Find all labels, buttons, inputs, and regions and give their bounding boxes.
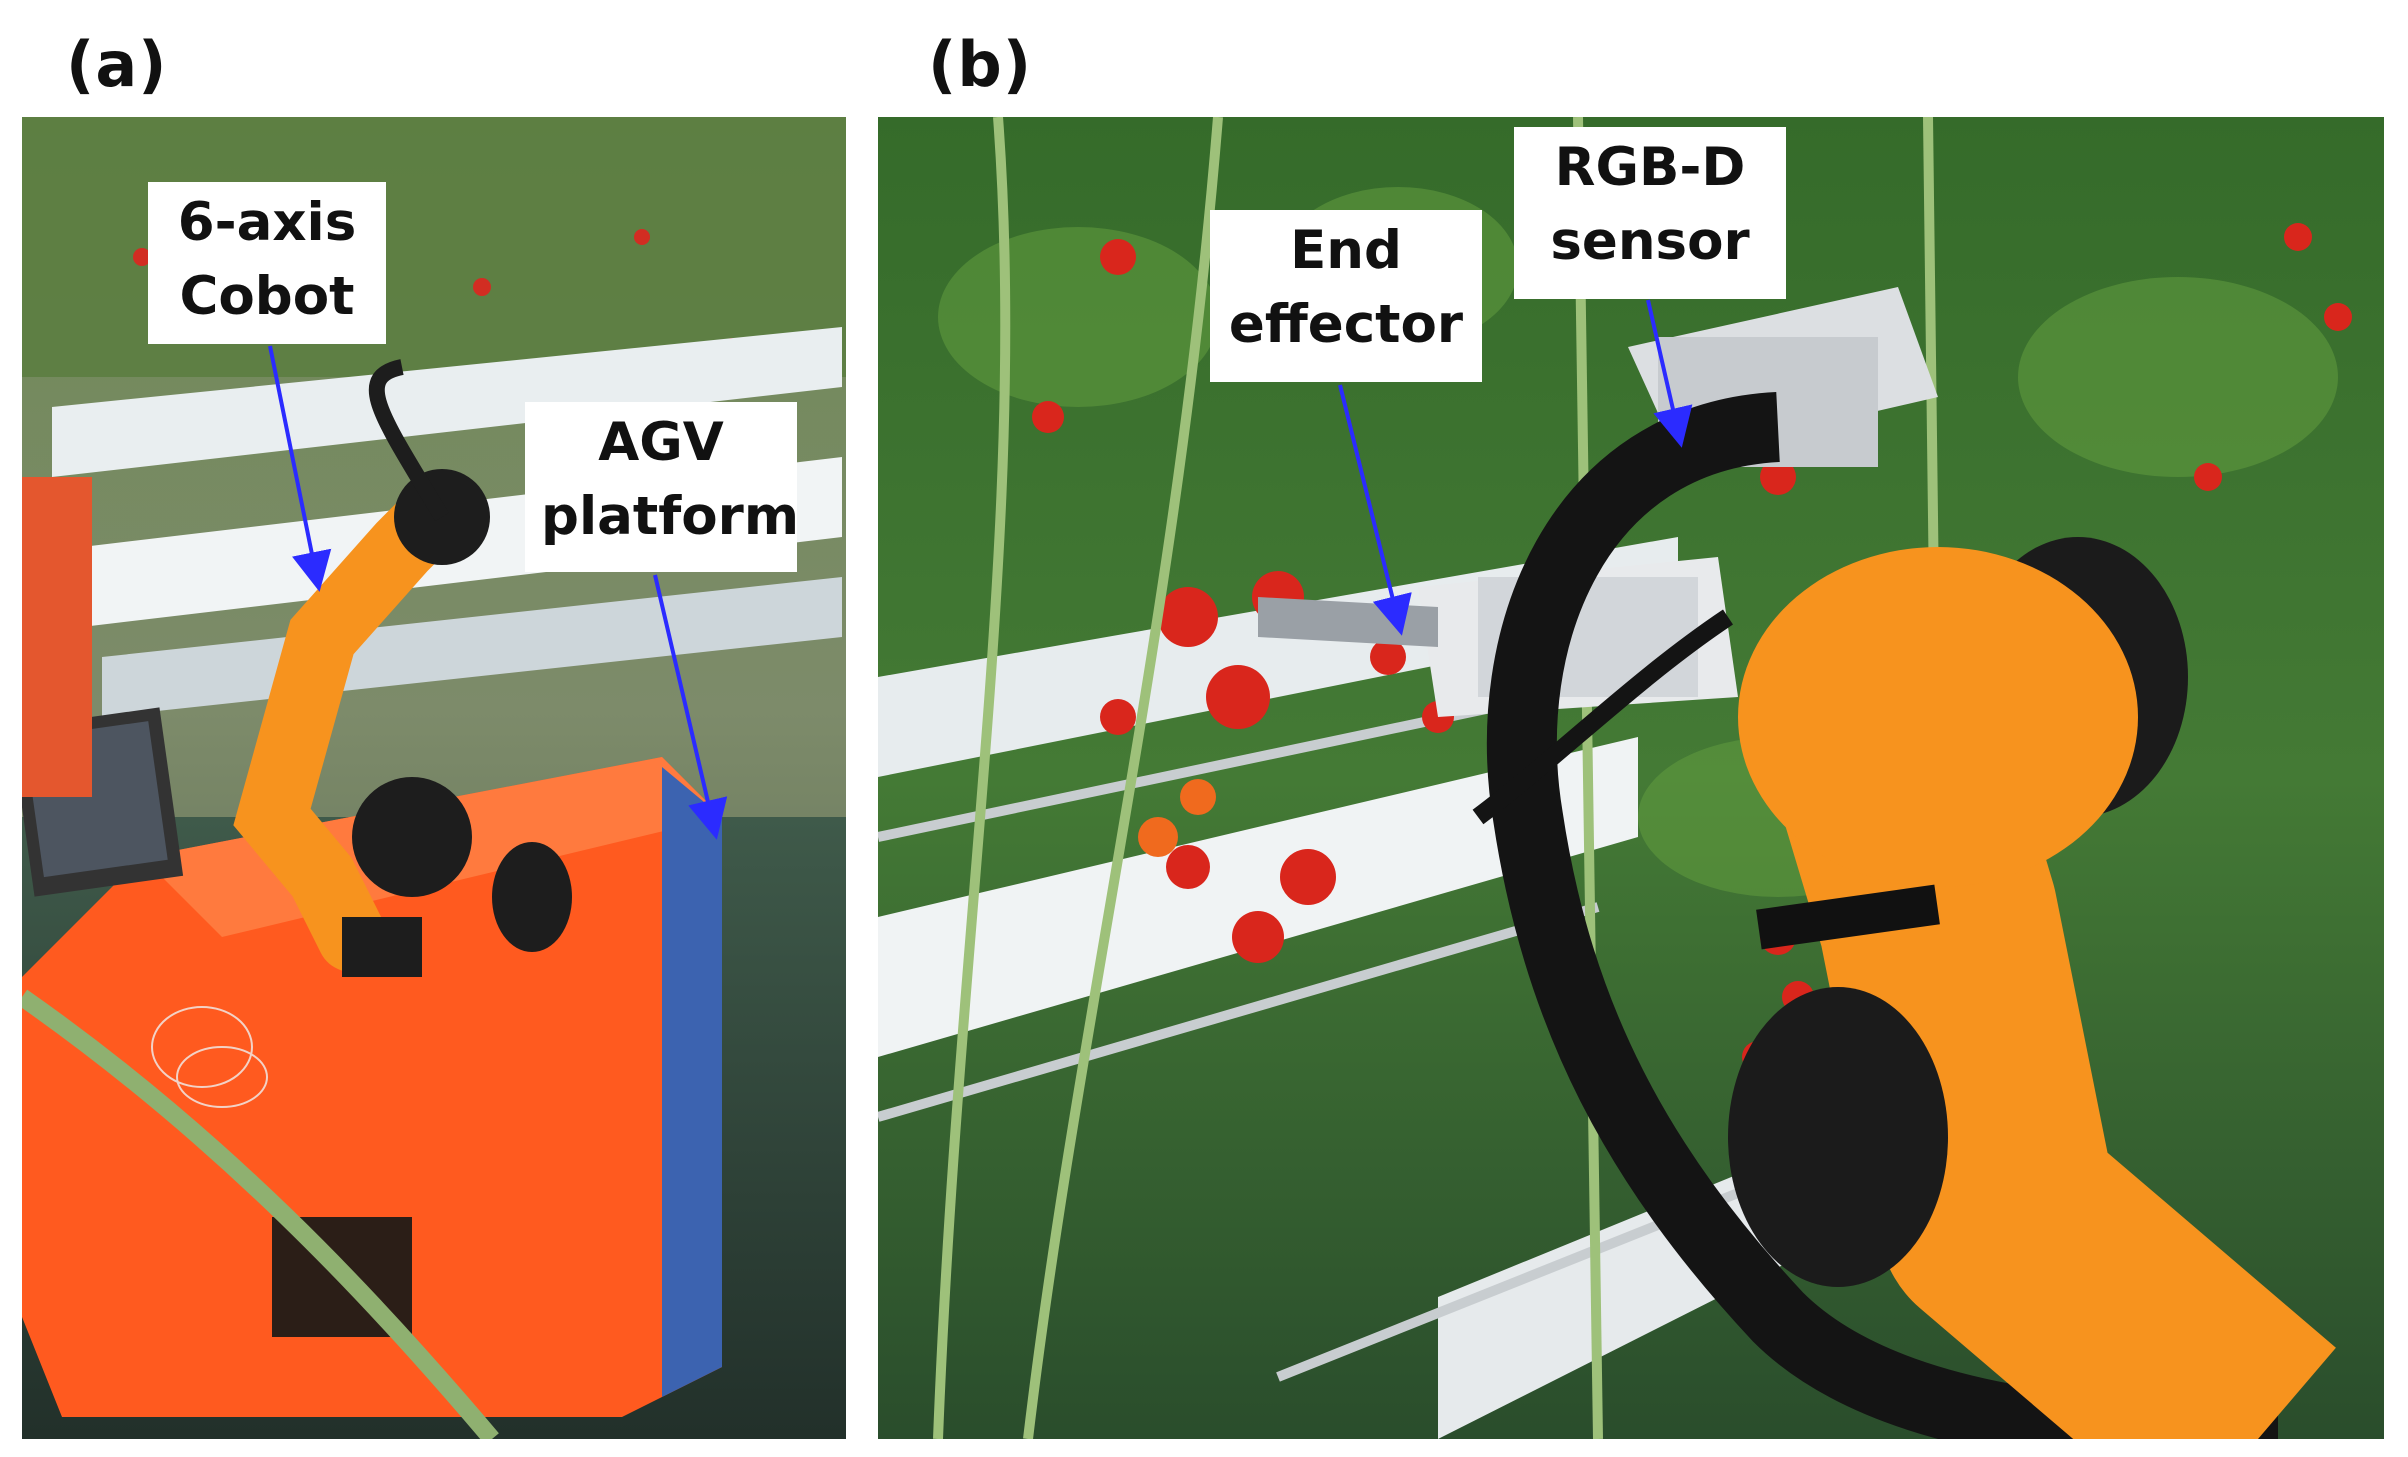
photo-b-illustration: [878, 117, 2384, 1439]
callout-line: End: [1290, 220, 1402, 281]
photo-a-illustration: [22, 117, 846, 1439]
panel-b-label: (b): [928, 28, 1033, 101]
callout-line: platform: [541, 486, 800, 547]
photo-cobot-on-agv: [22, 117, 846, 1439]
callout-rgb-d-sensor: RGB-D sensor: [1514, 127, 1786, 299]
callout-line: 6-axis: [177, 192, 357, 253]
panel-a-label: (a): [66, 28, 168, 101]
callout-line: RGB-D: [1554, 137, 1746, 198]
callout-line: AGV: [598, 412, 724, 473]
photo-end-effector-closeup: [878, 117, 2384, 1439]
callout-line: sensor: [1550, 211, 1750, 272]
callout-agv-platform: AGV platform: [525, 402, 800, 572]
callout-end-effector: End effector: [1210, 210, 1482, 382]
callout-line: effector: [1228, 294, 1464, 355]
callout-line: Cobot: [179, 266, 355, 327]
callout-6-axis-cobot: 6-axis Cobot: [148, 182, 386, 344]
